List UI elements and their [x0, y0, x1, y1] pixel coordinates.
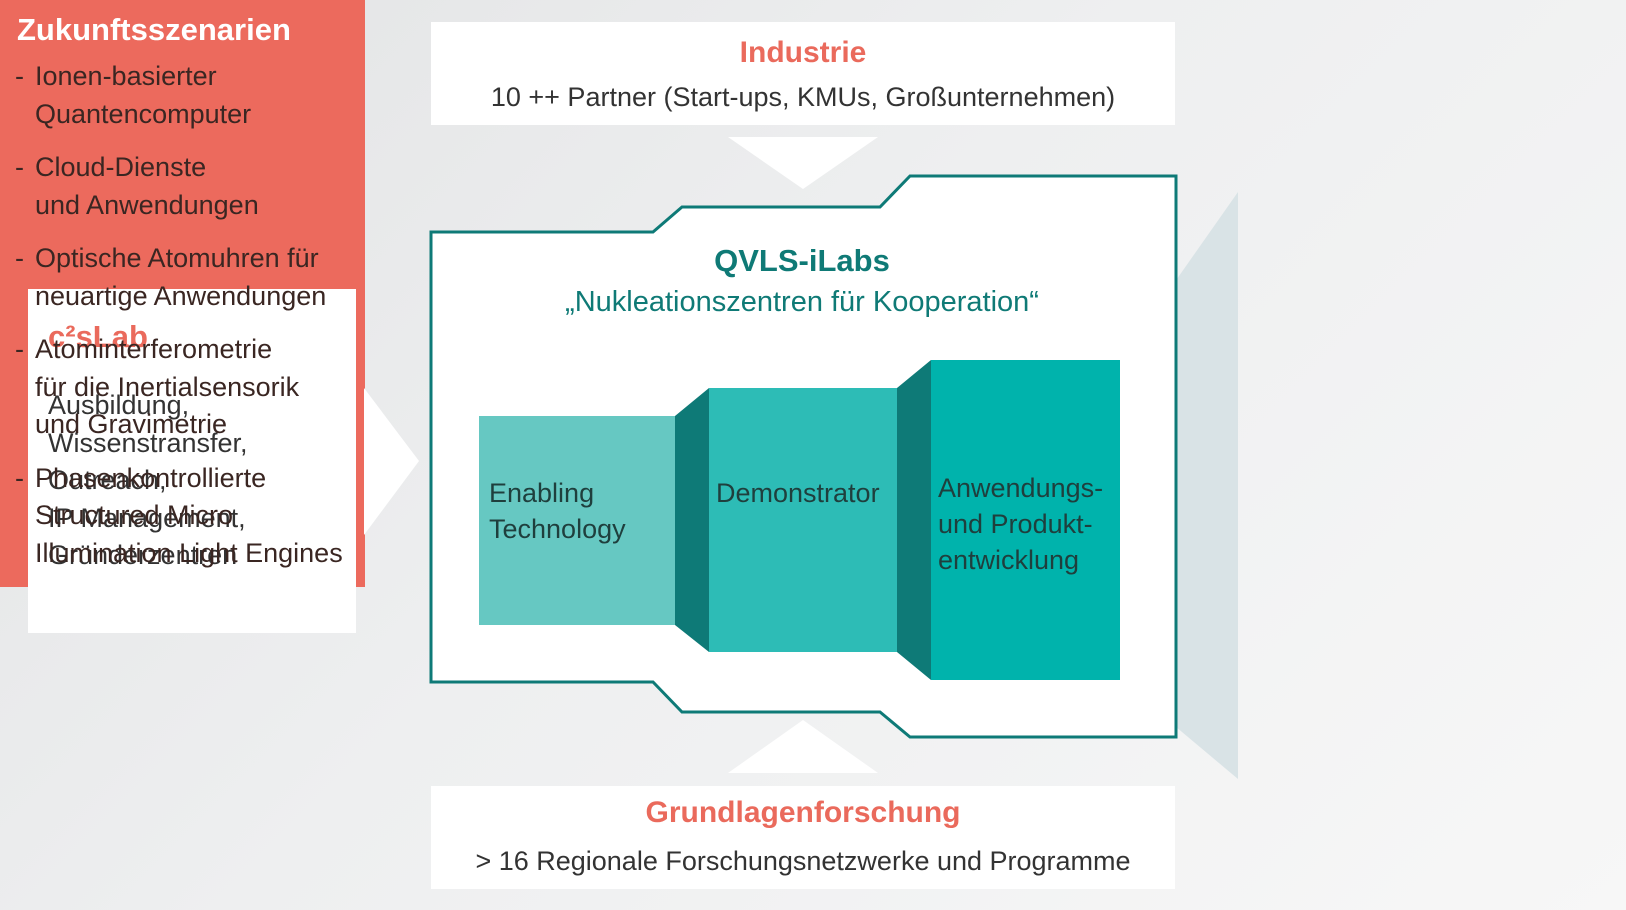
c2slab-list: Ausbildung, Wissenstransfer, Outreach, I… [48, 387, 248, 575]
stage-block-enabling [479, 416, 675, 625]
stage-block-demonstrator [709, 388, 897, 652]
c2slab-line: Gründerzentren [48, 540, 238, 570]
zukunft-box: Zukunftsszenarien - Ionen-basierter Quan… [0, 0, 365, 587]
zukunft-title: Zukunftsszenarien [17, 12, 291, 47]
zukunft-item: - Atominterferometrie für die Inertialse… [15, 334, 300, 439]
qvls-subtitle: „Nukleationszentren für Kooperation“ [565, 286, 1039, 318]
c2slab-line: Wissenstransfer, [48, 427, 248, 458]
stage-connector-1 [675, 388, 709, 652]
c2slab-title: c²sLab [48, 319, 148, 354]
stage-block-anwendung [931, 360, 1120, 680]
grundlagen-title: Grundlagenforschung [645, 796, 961, 829]
c2slab-line: Outreach, [48, 465, 167, 495]
zukunft-item: - Cloud-Dienste und Anwendungen [15, 152, 259, 220]
stage-label-enabling: Enabling Technology [489, 478, 626, 544]
stage-connector-2 [897, 360, 931, 680]
arrow-down-from-industrie [728, 137, 878, 189]
zukunft-item: - Optische Atomuhren für neuartige Anwen… [15, 243, 327, 311]
arrow-right-from-c2slab [364, 388, 419, 535]
c2slab-line: Ausbildung, [48, 390, 190, 420]
industrie-subtitle: 10 ++ Partner (Start-ups, KMUs, Großunte… [490, 82, 1116, 112]
stage-label-demonstrator: Demonstrator [716, 478, 880, 508]
grundlagen-box: Grundlagenforschung > 16 Regionale Forsc… [431, 786, 1175, 889]
zukunft-item: - Ionen-basierter Quantencomputer [15, 61, 252, 129]
zukunft-item: - Phasenkontrollierte Structured Micro I… [15, 462, 343, 568]
c2slab-box: c²sLab Ausbildung, Wissenstransfer, Outr… [28, 289, 356, 633]
industrie-box: Industrie 10 ++ Partner (Start-ups, KMUs… [431, 22, 1175, 125]
industrie-title: Industrie [739, 36, 867, 69]
arrow-up-from-grundlagen [728, 720, 878, 773]
c2slab-line: IP Management, [48, 502, 246, 533]
zukunft-list: - Ionen-basierter Quantencomputer - Clou… [15, 58, 360, 588]
qvls-title: QVLS-iLabs [714, 243, 890, 278]
stage-label-anwendung: Anwendungs- und Produkt- entwicklung [938, 473, 1104, 575]
grundlagen-subtitle: > 16 Regionale Forschungsnetzwerke und P… [475, 846, 1131, 876]
